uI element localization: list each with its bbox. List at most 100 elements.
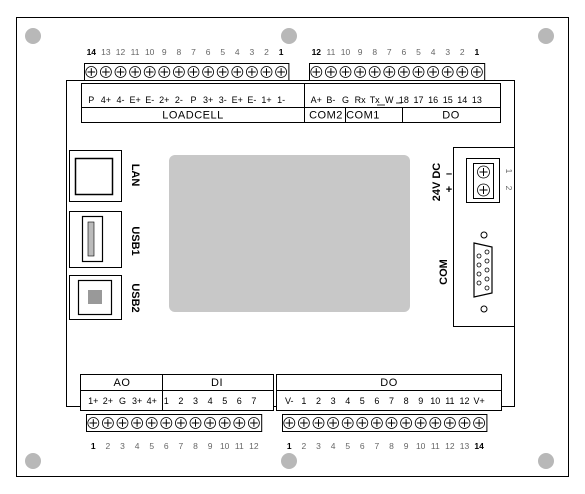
terminal-screw-icon <box>283 417 296 429</box>
terminal-screw-icon <box>131 417 144 429</box>
terminal-screw-icon <box>116 417 129 429</box>
signal-label: G <box>119 396 126 406</box>
pin-number: 3 <box>120 441 125 451</box>
pin-number: 8 <box>193 441 198 451</box>
signal-label: P <box>190 95 196 105</box>
pin-number: 2 <box>460 47 465 57</box>
usb1-label: USB1 <box>129 226 141 255</box>
terminal-screw-icon <box>470 66 483 78</box>
pin-number: 10 <box>341 47 351 57</box>
pin-number: 3 <box>445 47 450 57</box>
terminal-screw-icon <box>477 165 490 179</box>
pin-number: 13 <box>460 441 470 451</box>
signal-label: E- <box>145 95 154 105</box>
bottom-left-label-frame <box>80 374 274 411</box>
signal-label: 7 <box>389 396 394 406</box>
signal-label: 2 <box>316 396 321 406</box>
terminal-screw-icon <box>102 417 114 429</box>
terminal-screw-icon <box>87 417 100 429</box>
terminal-screw-icon <box>231 66 244 78</box>
signal-label: 12 <box>459 396 469 406</box>
signal-label: 16 <box>428 95 438 105</box>
terminal-screw-icon <box>427 66 440 78</box>
pin-number: 10 <box>220 441 230 451</box>
terminal-screw-icon <box>260 66 273 78</box>
signal-label: Tx <box>370 95 380 105</box>
terminal-screw-icon <box>441 66 454 78</box>
pin-number: 4 <box>431 47 436 57</box>
pin-number: 2 <box>302 441 307 451</box>
signal-label: 2+ <box>103 396 113 406</box>
pin-number: 3 <box>316 441 321 451</box>
terminal-screw-icon <box>443 417 456 429</box>
mounting-hole-icon <box>538 28 554 44</box>
ao-group-label: AO <box>114 377 131 389</box>
pin-number: 5 <box>149 441 154 451</box>
pin-number: 7 <box>179 441 184 451</box>
pin-number: 14 <box>474 441 484 451</box>
terminal-screw-icon <box>456 66 469 78</box>
terminal-screw-icon <box>429 417 442 429</box>
pin-number: 9 <box>162 47 167 57</box>
usb1-tongue-icon <box>87 221 95 257</box>
pin-number: 11 <box>235 441 244 451</box>
terminal-screw-icon <box>297 417 310 429</box>
signal-label: 1- <box>277 95 285 105</box>
signal-label: W <box>385 95 394 105</box>
signal-label: 5 <box>360 396 365 406</box>
signal-label: E+ <box>129 95 140 105</box>
signal-label: 4 <box>345 396 350 406</box>
signal-label: 2- <box>175 95 183 105</box>
signal-label: B- <box>326 95 335 105</box>
mounting-hole-icon <box>281 28 297 44</box>
terminal-screw-icon <box>385 417 398 429</box>
signal-label: 3+ <box>132 396 142 406</box>
terminal-screw-icon <box>312 417 325 429</box>
power-pin-number: 2 <box>504 186 514 191</box>
pin-number: 12 <box>116 47 126 57</box>
mounting-hole-icon <box>281 453 297 469</box>
mounting-hole-icon <box>25 453 41 469</box>
terminal-screw-icon <box>339 66 352 78</box>
signal-label: 8 <box>404 396 409 406</box>
signal-label: G <box>342 95 349 105</box>
pin-number: 10 <box>145 47 155 57</box>
terminal-screw-icon <box>143 66 156 78</box>
signal-label: 10 <box>430 396 440 406</box>
pin-number: 2 <box>106 441 111 451</box>
terminal-screw-icon <box>275 66 288 78</box>
pin-number: 5 <box>416 47 421 57</box>
com1-group-label: COM1 <box>346 110 380 122</box>
terminal-screw-icon <box>397 66 410 78</box>
pin-number: 4 <box>135 441 140 451</box>
terminal-screw-icon <box>370 417 383 429</box>
pin-number: 11 <box>431 441 440 451</box>
bottom-left-terminal-block <box>86 414 263 432</box>
pin-number: 12 <box>249 441 259 451</box>
terminal-screw-icon <box>368 66 381 78</box>
com2-group-label: COM2 <box>309 110 343 122</box>
pin-number: 13 <box>101 47 111 57</box>
pin-number: 14 <box>87 47 97 57</box>
power-label: 24V DC <box>431 163 443 202</box>
pin-number: 12 <box>445 441 455 451</box>
display-screen <box>169 155 410 312</box>
bottom-right-label-frame <box>276 374 502 411</box>
signal-label: 17 <box>413 95 423 105</box>
pin-number: 1 <box>475 47 480 57</box>
di-group-label: DI <box>211 377 223 389</box>
terminal-screw-icon <box>145 417 158 429</box>
pin-number: 12 <box>312 47 322 57</box>
power-plus-label: + <box>446 184 452 196</box>
pin-number: 6 <box>164 441 169 451</box>
pin-number: 11 <box>326 47 335 57</box>
power-minus-label: – <box>446 168 452 180</box>
terminal-screw-icon <box>400 417 413 429</box>
pin-number: 6 <box>360 441 365 451</box>
signal-label: 1 <box>164 396 169 406</box>
signal-label: 13 <box>472 95 482 105</box>
pin-number: 1 <box>287 441 292 451</box>
pin-number: 4 <box>235 47 240 57</box>
signal-label: 6 <box>237 396 242 406</box>
pin-number: 3 <box>250 47 255 57</box>
